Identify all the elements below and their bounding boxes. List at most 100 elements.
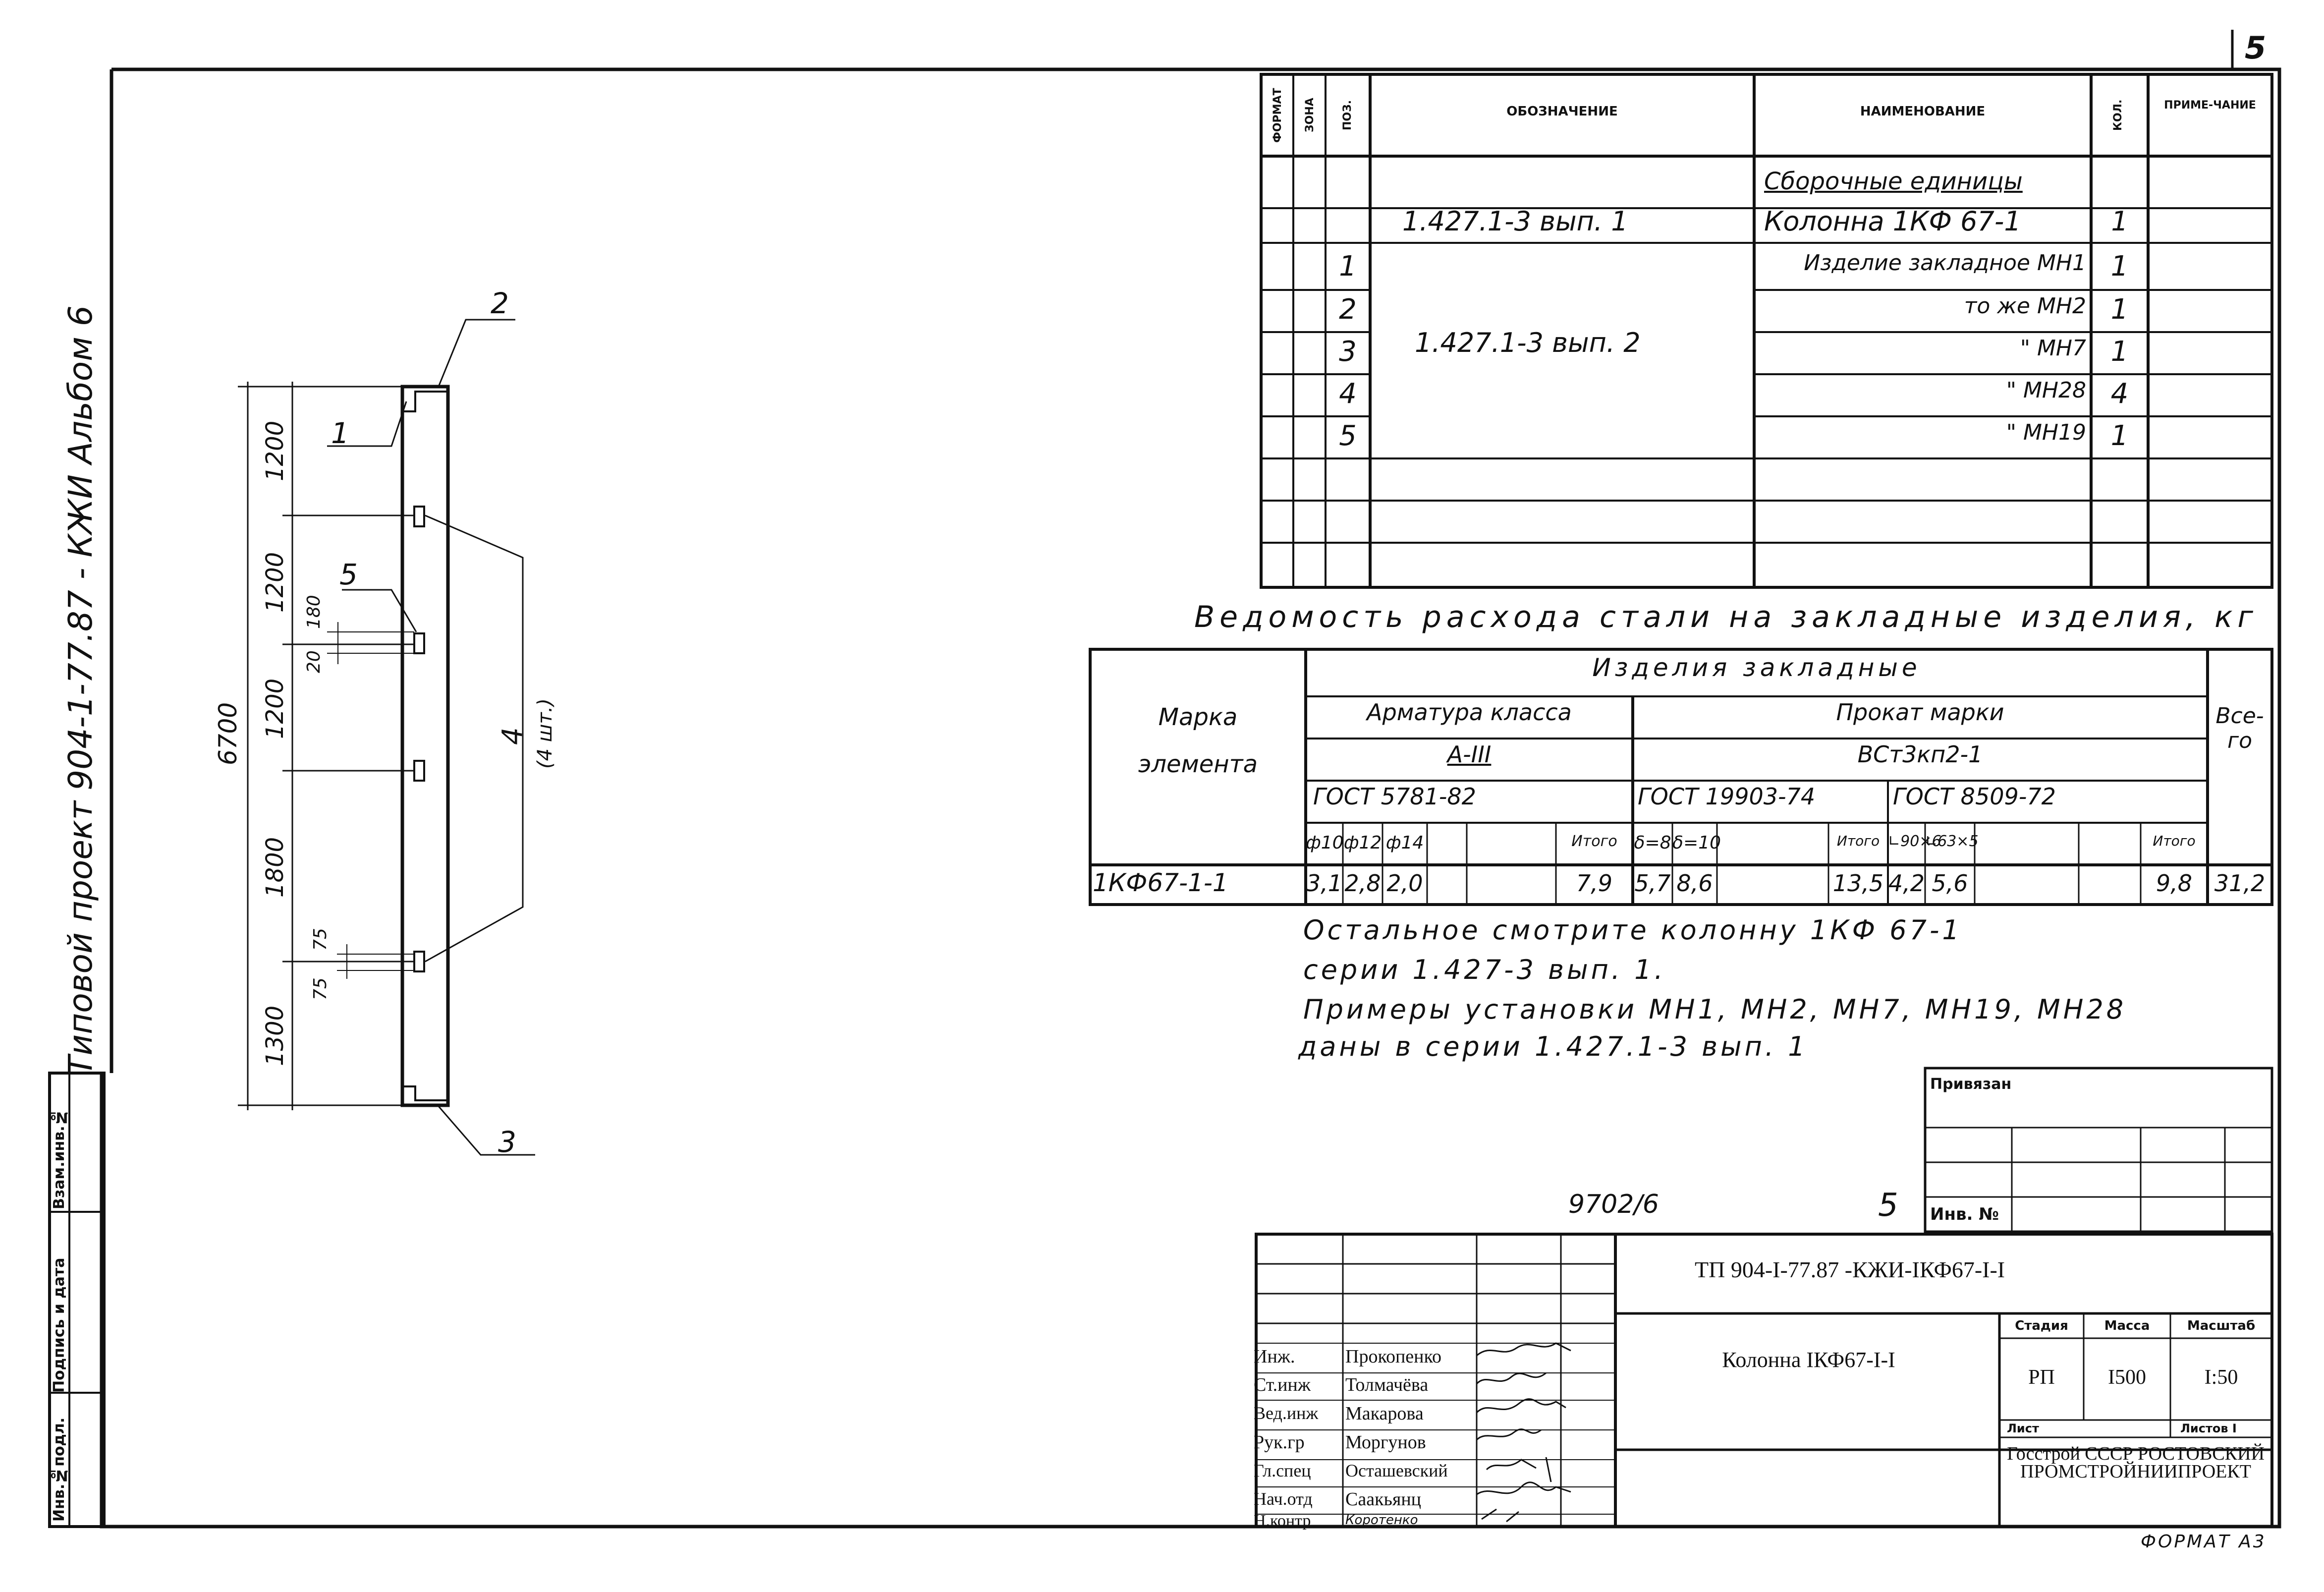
spec-header-qty: КОЛ. xyxy=(2112,99,2124,131)
side-stamp-vzam-inv: Взам.инв.№ xyxy=(51,1108,68,1209)
dim-segment: 1300 xyxy=(261,1005,289,1067)
spec-row-pos: 4 xyxy=(1339,378,1357,410)
steel-table-title: Ведомость расхода стали на закладные изд… xyxy=(1194,600,2258,634)
steel-subheader: ∟90×6 xyxy=(1888,833,1941,850)
steel-subheader: ф14 xyxy=(1385,833,1424,853)
spec-header-zone: ЗОНА xyxy=(1304,98,1316,133)
stage-header: Стадия xyxy=(2015,1318,2068,1333)
steel-row-total: 31,2 xyxy=(2214,870,2266,897)
dim-small: 180 xyxy=(304,595,324,629)
spec-row-qty: 1 xyxy=(2110,420,2129,452)
callout-3: 3 xyxy=(498,1125,516,1159)
steel-subheader: Итого xyxy=(2153,833,2196,849)
sheet-header: Лист xyxy=(2007,1421,2039,1435)
steel-row-value: 5,7 xyxy=(1634,870,1671,897)
note-line: серии 1.427-3 вып. 1. xyxy=(1303,954,1666,985)
stamp-person: Прокопенко xyxy=(1345,1346,1442,1367)
spec-row-qty: 1 xyxy=(2110,250,2129,283)
spec-group-designation: 1.427.1-3 вып. 2 xyxy=(1415,327,1641,358)
spec-header-note: ПРИМЕ-ЧАНИЕ xyxy=(2164,99,2256,112)
sheet-number: 5 xyxy=(2245,30,2267,66)
spec-header-pos: ПОЗ. xyxy=(1341,100,1354,131)
bound-label: Привязан xyxy=(1930,1076,2012,1093)
steel-group-header: Изделия закладные xyxy=(1592,653,1921,682)
steel-subheader: δ=8 xyxy=(1634,833,1671,853)
steel-total-header: Все-го xyxy=(2215,703,2264,753)
steel-subheader: δ=10 xyxy=(1672,833,1721,853)
stamp-role: Гл.спец xyxy=(1254,1461,1311,1480)
spec-row-qty: 4 xyxy=(2110,378,2129,410)
steel-rolled-grade: ВСт3кп2-1 xyxy=(1857,741,1983,768)
mass-value: I500 xyxy=(2108,1366,2146,1389)
spec-row-name: " МН7 xyxy=(2020,336,2086,361)
spec-header-format: ФОРМАТ xyxy=(1272,88,1284,143)
steel-row-value: 4,2 xyxy=(1888,870,1925,897)
stamp-person: Толмачёва xyxy=(1345,1374,1429,1395)
steel-rolled-gost-2: ГОСТ 8509-72 xyxy=(1893,783,2056,810)
steel-rolled-gost-1: ГОСТ 19903-74 xyxy=(1638,783,1816,810)
note-line: даны в серии 1.427.1-3 вып. 1 xyxy=(1298,1031,1808,1062)
spec-row-pos: 2 xyxy=(1339,293,1357,326)
steel-row-value: 8,6 xyxy=(1676,870,1713,897)
stamp-person: Макарова xyxy=(1345,1403,1424,1424)
stamp-person: Осташевский xyxy=(1345,1461,1448,1480)
spec-row-name: то же МН2 xyxy=(1964,293,2086,319)
spec-column-name: Колонна 1КФ 67-1 xyxy=(1764,206,2021,237)
steel-subheader: Итого xyxy=(1571,833,1617,850)
inv-label: Инв. № xyxy=(1930,1204,1999,1224)
spec-row-pos: 5 xyxy=(1339,420,1357,452)
sheets-header: Листов I xyxy=(2180,1421,2237,1435)
steel-row-value: 9,8 xyxy=(2156,870,2193,897)
callout-2: 2 xyxy=(491,286,509,320)
dim-small: 20 xyxy=(304,650,324,673)
stamp-role: Инж. xyxy=(1254,1346,1295,1367)
stage-value: РП xyxy=(2028,1366,2055,1389)
organization: Госстрой СССР РОСТОВСКИЙ ПРОМСТРОЙНИИПРО… xyxy=(2007,1443,2265,1482)
spec-row-name: " МН28 xyxy=(2006,378,2086,403)
spec-row-name: " МН19 xyxy=(2006,420,2086,445)
stamp-person: Саакьянц xyxy=(1345,1489,1422,1510)
side-stamp-sign-date: Подпись и дата xyxy=(51,1257,68,1393)
dim-segment: 1200 xyxy=(261,552,289,613)
scale-value: I:50 xyxy=(2204,1366,2238,1389)
steel-row-mark: 1КФ67-1-1 xyxy=(1093,868,1228,897)
scale-header: Масштаб xyxy=(2187,1318,2256,1333)
steel-rebar-gost: ГОСТ 5781-82 xyxy=(1313,783,1476,810)
spec-header-name: НАИМЕНОВАНИЕ xyxy=(1860,104,1986,119)
steel-row-value: 13,5 xyxy=(1832,870,1884,897)
dim-segment: 1800 xyxy=(261,837,289,898)
spec-column-designation: 1.427.1-3 вып. 1 xyxy=(1402,206,1628,237)
spec-row-qty: 1 xyxy=(2110,293,2129,326)
steel-rebar-grade: А-III xyxy=(1447,741,1492,768)
dim-small: 75 xyxy=(310,977,331,1000)
spec-row-qty: 1 xyxy=(2110,336,2129,368)
dim-overall: 6700 xyxy=(214,702,242,765)
stamp-role: Рук.гр xyxy=(1254,1432,1305,1453)
signatures xyxy=(1476,1342,1571,1523)
steel-subheader: ∟63×5 xyxy=(1925,833,1979,850)
stamp-sheet-number: 5 xyxy=(1878,1187,1898,1224)
album-title: Типовой проект 904-1-77.87 - КЖИ Альбом … xyxy=(61,305,100,1076)
steel-mark-header: Марка элемента xyxy=(1138,703,1258,778)
spec-column-qty: 1 xyxy=(2111,206,2128,237)
steel-row-value: 2,0 xyxy=(1386,870,1423,897)
spec-section-title: Сборочные единицы xyxy=(1764,168,2023,195)
steel-row-value: 3,1 xyxy=(1306,870,1343,897)
steel-subheader: Итого xyxy=(1836,833,1880,849)
steel-subheader: ф12 xyxy=(1343,833,1382,853)
doc-number: 9702/6 xyxy=(1568,1190,1659,1219)
stamp-role: Ст.инж xyxy=(1254,1374,1311,1395)
steel-row-value: 5,6 xyxy=(1932,870,1968,897)
callout-5: 5 xyxy=(339,558,358,591)
spec-row-pos: 1 xyxy=(1339,250,1357,283)
steel-rebar-class: Арматура класса xyxy=(1367,699,1572,726)
mass-header: Масса xyxy=(2104,1318,2150,1333)
steel-row-value: 2,8 xyxy=(1344,870,1381,897)
dim-segment: 1200 xyxy=(261,420,289,482)
stamp-role: Нач.отд xyxy=(1254,1489,1313,1509)
spec-row-pos: 3 xyxy=(1339,336,1357,368)
spec-header-designation: ОБОЗНАЧЕНИЕ xyxy=(1506,104,1618,119)
callout-4: 4 xyxy=(497,727,529,745)
steel-rolled-header: Прокат марки xyxy=(1836,699,2004,726)
